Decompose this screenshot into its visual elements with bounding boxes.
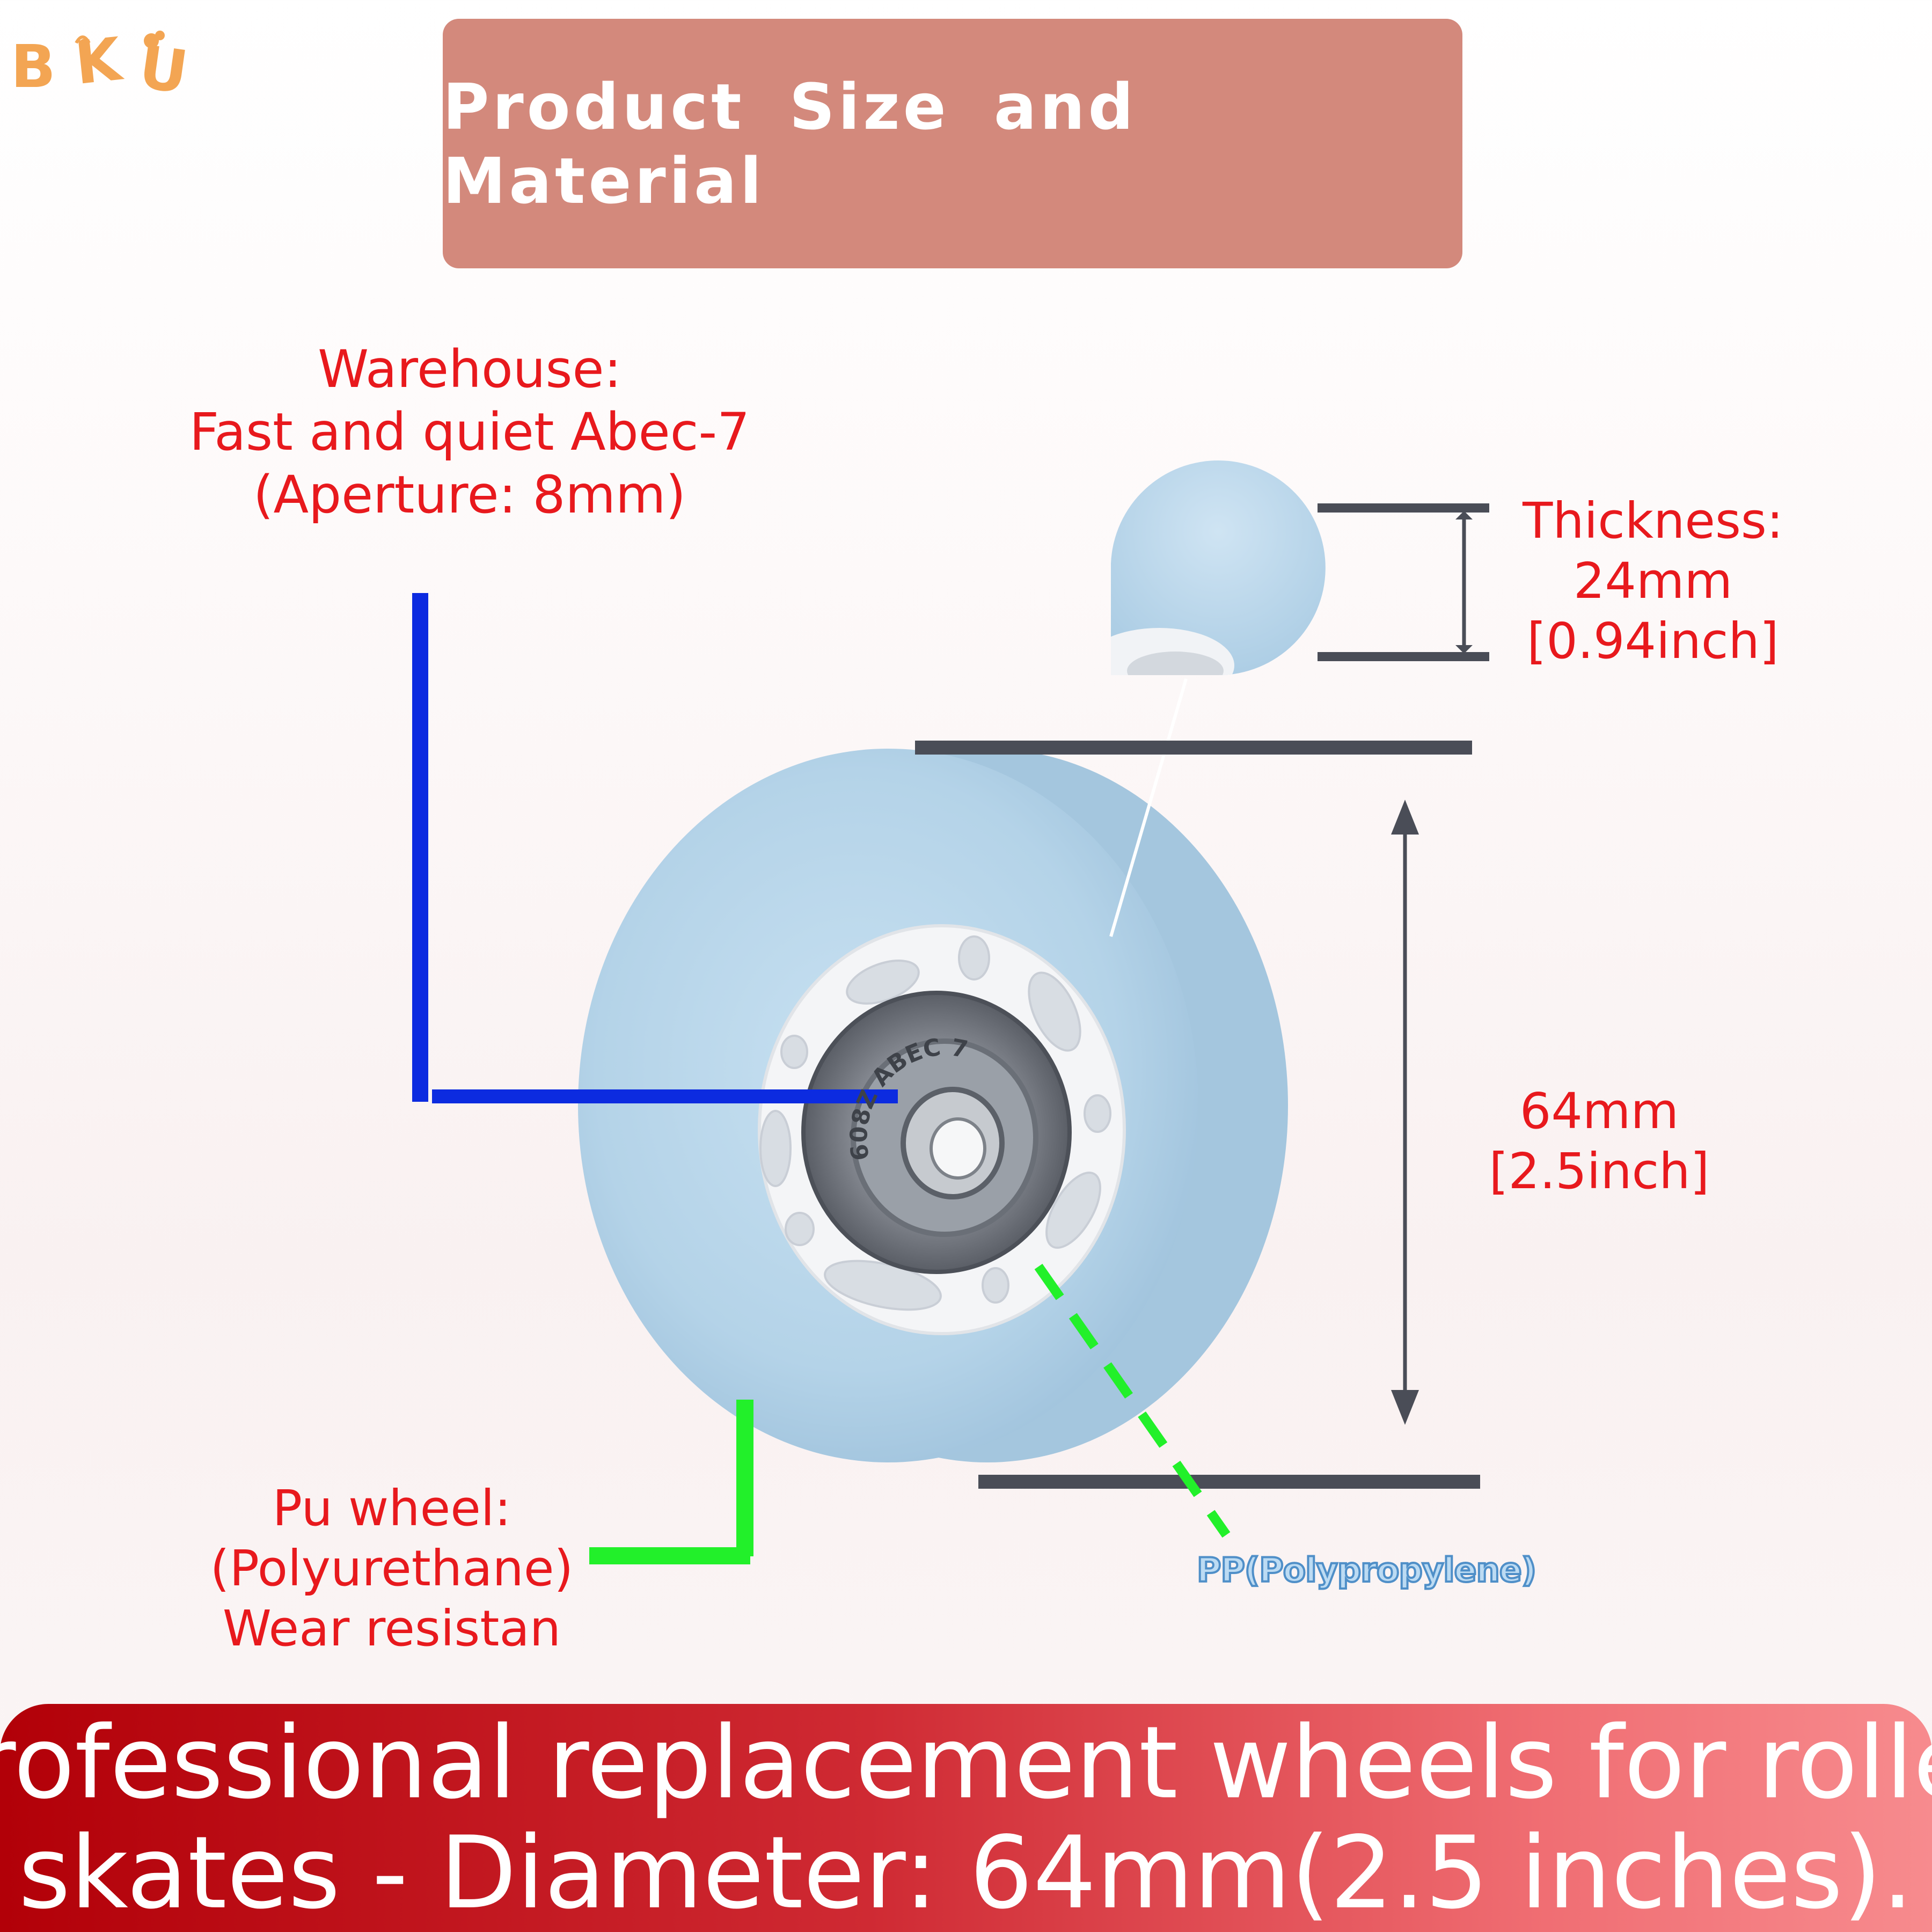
thickness-label-title: Thickness: (1523, 492, 1783, 550)
logo-sparkle-icon (75, 31, 165, 48)
pp-leader-line (1034, 1263, 1231, 1538)
diameter-label-inch: [2.5inch] (1489, 1143, 1710, 1201)
detail-connector-line (1109, 678, 1188, 937)
thickness-label: Thickness: 24mm [0.94inch] (1503, 491, 1803, 672)
footer-line-2: skates - Diameter: 64mm(2.5 inches). (18, 1814, 1914, 1931)
thickness-label-inch: [0.94inch] (1527, 612, 1779, 670)
header-title: Product Size and Material (443, 69, 1137, 218)
brand-logo: B K U (6, 25, 200, 107)
footer-line-1: Professional replacement wheels for roll… (0, 1704, 1932, 1821)
bearing-label-aperture: (Aperture: 8mm) (253, 465, 686, 525)
diameter-dimension (915, 741, 1480, 1489)
thickness-dimension (1318, 503, 1489, 661)
footer-banner: Professional replacement wheels for roll… (0, 1704, 1932, 1932)
hub-holes (759, 935, 1111, 1311)
header-banner: Product Size and Material (443, 19, 1462, 268)
bearing-leader-line (412, 593, 898, 1103)
pu-wheel-label-property: Wear resistan (222, 1600, 561, 1658)
bearing-label: Warehouse: Fast and quiet Abec-7 (Apertu… (161, 338, 778, 526)
pp-hub-label: PP(Polypropylene) (1196, 1549, 1538, 1591)
pu-leader-line (589, 1400, 753, 1564)
pu-wheel-label-material: (Polyurethane) (210, 1540, 574, 1598)
diameter-label-mm: 64mm (1519, 1082, 1679, 1140)
bearing-label-title: Warehouse: (318, 339, 621, 399)
logo-letter-b: B (11, 32, 56, 101)
bearing-label-desc: Fast and quiet Abec-7 (189, 402, 750, 463)
thickness-detail-view (1111, 460, 1326, 675)
pu-wheel-label-title: Pu wheel: (272, 1480, 511, 1537)
thickness-label-mm: 24mm (1573, 552, 1733, 610)
diameter-label: 64mm [2.5inch] (1449, 1081, 1750, 1202)
pu-wheel-label: Pu wheel: (Polyurethane) Wear resistan (161, 1479, 623, 1659)
bearing-axle-hole (930, 1117, 986, 1180)
